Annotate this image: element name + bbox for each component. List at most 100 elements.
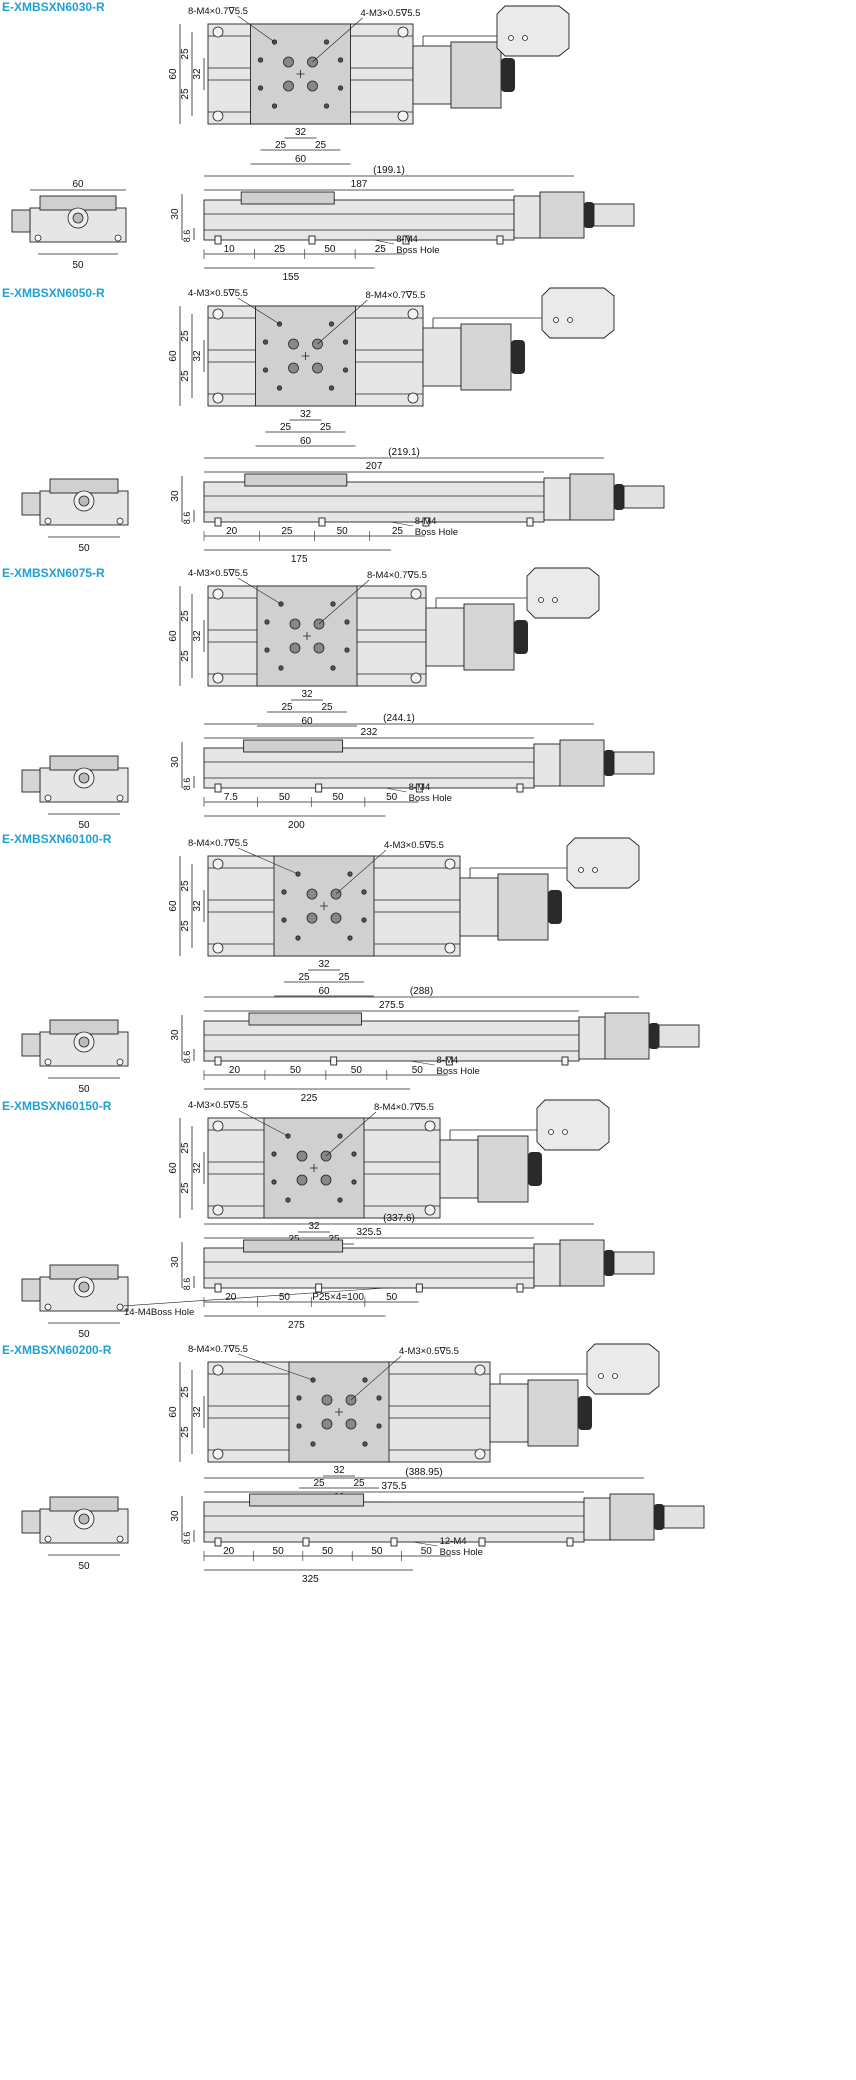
tapped-hole-m4 (337, 85, 344, 91)
dimension-label: 60 (168, 1162, 179, 1174)
dimension-label: 25 (328, 1234, 340, 1245)
tap-callout: 8-M4×0.7∇5.5 (188, 1344, 248, 1355)
leader-line (237, 1109, 289, 1137)
boss-hole (34, 234, 42, 242)
boss-hole (214, 517, 222, 527)
leader-line (121, 1287, 386, 1307)
boss-hole (318, 517, 326, 527)
mounting-screw (444, 942, 456, 954)
dimension-label: (288) (410, 986, 433, 997)
end-motor (21, 1510, 41, 1534)
model-title: E-XMBSXN6050-R (2, 286, 105, 300)
boss-hole (214, 1056, 222, 1066)
dimension-label: 175 (291, 554, 308, 565)
boss-hole (44, 794, 52, 802)
boss-hole (402, 235, 410, 245)
dimension-label: 50 (279, 1292, 291, 1303)
tapped-hole-m4 (337, 1133, 343, 1139)
dimension-label: 8.6 (182, 512, 192, 525)
dimension-label: (337.6) (383, 1213, 415, 1224)
connector-screw (553, 317, 559, 323)
dimension-label: 25 (320, 422, 332, 433)
side-table (249, 1493, 365, 1507)
center-mark (310, 1164, 318, 1172)
tapped-hole-m4 (344, 647, 350, 653)
center-mark (320, 902, 328, 910)
boss-hole (561, 1056, 569, 1066)
dimension-label: 30 (170, 208, 181, 220)
dimension-label: 25 (180, 370, 191, 382)
leader-line (390, 521, 413, 527)
boss-hole (302, 1537, 310, 1547)
boss-hole (566, 1537, 574, 1547)
dimension-label: 20 (229, 1065, 241, 1076)
tapped-hole-m3 (321, 1394, 333, 1406)
lead-screw-end (78, 1036, 90, 1048)
mounting-screw (397, 110, 409, 122)
dimension-label: 50 (333, 792, 345, 803)
boss-count-callout: 12-M4 (440, 1536, 467, 1547)
side-body (203, 481, 545, 523)
leader-line (237, 577, 282, 605)
model-title: E-XMBSXN60200-R (2, 1343, 112, 1357)
tapped-hole-m4 (337, 1197, 343, 1203)
boss-hole (422, 517, 430, 527)
dimension-label: 30 (170, 756, 181, 768)
dimension-label: 50 (421, 1546, 433, 1557)
tapped-hole-m4 (323, 39, 330, 45)
boss-hole (44, 1535, 52, 1543)
dimension-label: 20 (223, 1546, 235, 1557)
side-motor-flange (513, 195, 541, 239)
tapped-hole-m3 (296, 1150, 308, 1162)
connector-screw (562, 1129, 568, 1135)
side-table (243, 1239, 344, 1253)
dimension-label: 25 (180, 48, 191, 60)
leader-line (325, 1111, 377, 1157)
boss-hole (390, 1537, 398, 1547)
dimension-label: 50 (279, 792, 291, 803)
dimension-label: 25 (180, 650, 191, 662)
boss-hole (516, 1283, 524, 1293)
center-mark (303, 632, 311, 640)
dimension-label: 32 (295, 127, 307, 138)
leader-line (385, 787, 407, 793)
mounting-screw (410, 672, 422, 684)
handwheel-knob (578, 1396, 592, 1430)
dimension-label: 50 (337, 526, 349, 537)
boss-hole (116, 517, 124, 525)
boss-count-callout: 8-M4 (396, 234, 418, 245)
motor-body (497, 873, 549, 941)
dimension-label: 32 (192, 350, 203, 362)
dimension-label: 50 (351, 1065, 363, 1076)
connector-housing (566, 837, 640, 889)
end-motor (11, 209, 31, 233)
mounting-screw (212, 110, 224, 122)
boss-hole (114, 234, 122, 242)
connector-housing (541, 287, 615, 339)
mounting-screw (397, 26, 409, 38)
dimension-label: 50 (78, 543, 90, 554)
dimension-label: 7.5 (224, 792, 238, 803)
tapped-hole-m4 (330, 665, 336, 671)
connector-housing (526, 567, 600, 619)
side-motor-flange (583, 1497, 611, 1541)
dimension-label: 60 (301, 716, 313, 727)
connector-screw (522, 35, 528, 41)
dimension-label: 50 (78, 820, 90, 831)
dimension-label: 32 (308, 1221, 320, 1232)
side-table (240, 191, 335, 205)
center-mark (301, 352, 310, 360)
side-table (244, 473, 348, 487)
tapped-hole-m4 (361, 889, 367, 895)
tapped-hole-m4 (257, 85, 264, 91)
tapped-hole-m4 (362, 1377, 368, 1383)
tap-callout: 4-M3×0.5∇5.5 (361, 8, 421, 19)
boss-hole (415, 783, 423, 793)
tapped-hole-m4 (347, 871, 353, 877)
side-body (203, 1501, 585, 1543)
motor-body (527, 1379, 579, 1447)
boss-callout: Boss Hole (396, 245, 439, 256)
dimension-label: 32 (192, 1162, 203, 1174)
